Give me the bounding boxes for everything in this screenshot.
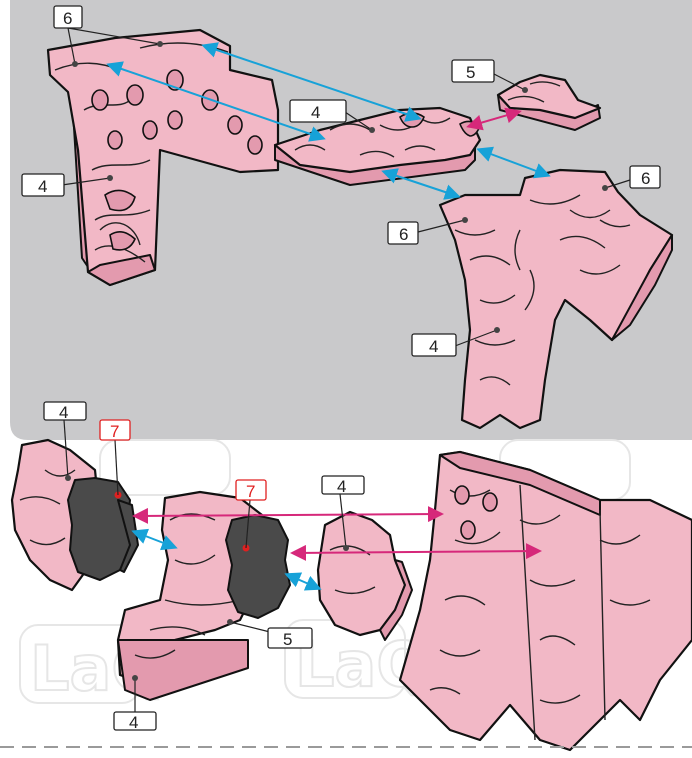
svg-text:4: 4 <box>337 477 346 496</box>
tag-top-5-right: 5 <box>452 60 494 82</box>
tag-bottom-4-left: 4 <box>44 402 86 422</box>
bottom-right-legs <box>400 452 692 750</box>
tag-top-4-center: 4 <box>290 100 346 122</box>
svg-text:6: 6 <box>63 9 72 28</box>
tag-top-6-left: 6 <box>54 6 82 28</box>
bottom-center-dark-part <box>226 515 290 618</box>
svg-text:4: 4 <box>59 403 68 422</box>
tag-top-6-right: 6 <box>630 166 660 188</box>
bottom-center-right-piece <box>318 512 412 640</box>
bottom-left-dark-part <box>68 478 138 580</box>
svg-text:7: 7 <box>246 482 255 501</box>
tag-bottom-4-bottom: 4 <box>114 712 156 732</box>
svg-text:6: 6 <box>641 169 650 188</box>
tag-top-6-middle: 6 <box>388 222 418 244</box>
svg-text:4: 4 <box>38 177 47 196</box>
tag-top-4-left: 4 <box>22 174 64 196</box>
arrow-blue-6 <box>288 575 318 588</box>
svg-text:5: 5 <box>466 63 475 82</box>
svg-text:4: 4 <box>311 103 320 122</box>
svg-text:6: 6 <box>399 225 408 244</box>
svg-text:5: 5 <box>283 630 292 649</box>
tag-bottom-7-center: 7 <box>236 480 266 501</box>
svg-text:4: 4 <box>129 713 138 732</box>
tag-bottom-4-center: 4 <box>322 476 364 496</box>
tag-bottom-7-left: 7 <box>100 420 130 441</box>
tag-top-4-bottom: 4 <box>412 334 456 356</box>
svg-text:7: 7 <box>110 422 119 441</box>
svg-text:4: 4 <box>429 337 438 356</box>
tag-bottom-5-center: 5 <box>268 628 312 649</box>
